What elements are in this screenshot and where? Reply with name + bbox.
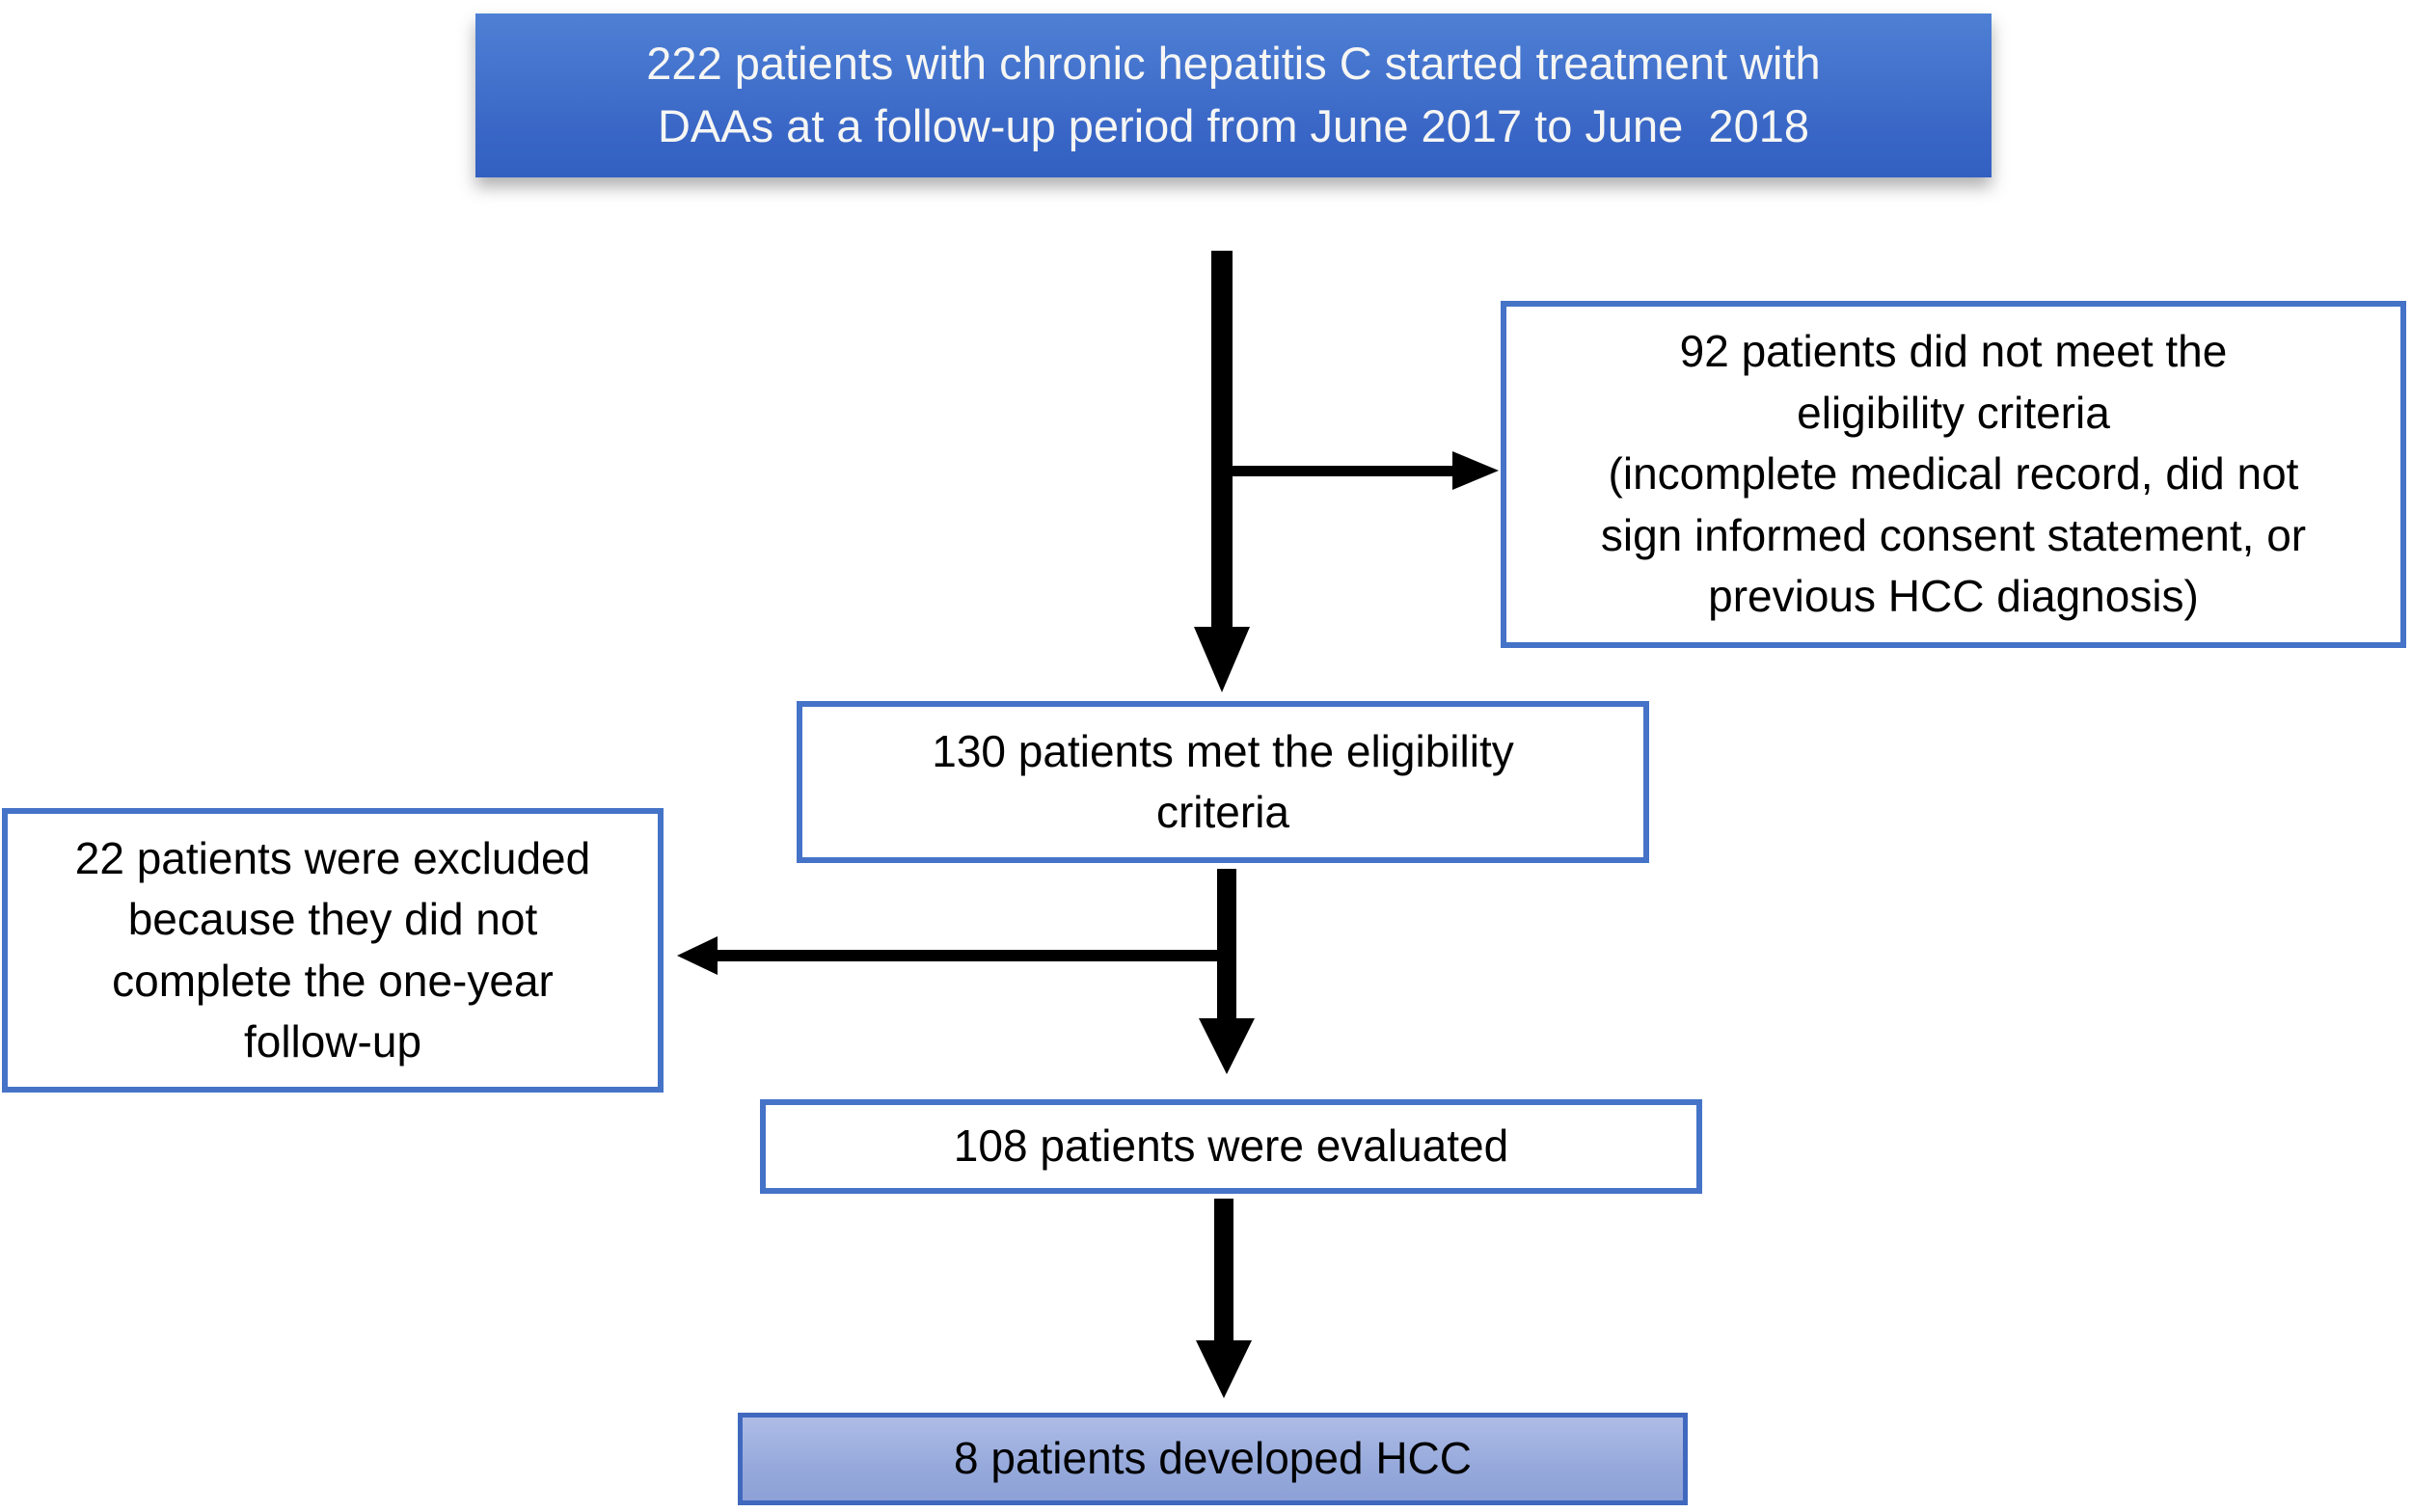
enrolled-box: 222 patients with chronic hepatitis C st…	[475, 14, 1992, 177]
arrow-down-1-head-icon	[1194, 627, 1250, 692]
branch-left-shaft	[716, 950, 1217, 961]
branch-left-arrowhead-icon	[677, 936, 718, 975]
excluded-box-text: 22 patients were excluded because they d…	[74, 832, 591, 1066]
branch-right-arrowhead-icon	[1452, 451, 1499, 490]
not-eligible-box: 92 patients did not meet the eligibility…	[1501, 301, 2406, 648]
eligible-box-text: 130 patients met the eligibility criteri…	[932, 725, 1514, 837]
outcome-box-text: 8 patients developed HCC	[954, 1433, 1472, 1484]
arrow-down-3-shaft	[1214, 1199, 1233, 1343]
arrow-down-2-shaft	[1217, 869, 1236, 1021]
not-eligible-box-text: 92 patients did not meet the eligibility…	[1600, 326, 2307, 622]
arrow-down-1-shaft	[1211, 251, 1233, 629]
excluded-box: 22 patients were excluded because they d…	[2, 808, 664, 1093]
enrolled-box-text: 222 patients with chronic hepatitis C st…	[646, 38, 1821, 151]
branch-right-shaft	[1233, 466, 1454, 476]
eligible-box: 130 patients met the eligibility criteri…	[797, 701, 1649, 863]
outcome-box: 8 patients developed HCC	[738, 1413, 1688, 1505]
arrow-down-2-head-icon	[1199, 1018, 1255, 1074]
arrow-down-3-head-icon	[1196, 1340, 1252, 1398]
evaluated-box-text: 108 patients were evaluated	[953, 1120, 1509, 1172]
evaluated-box: 108 patients were evaluated	[760, 1099, 1702, 1194]
